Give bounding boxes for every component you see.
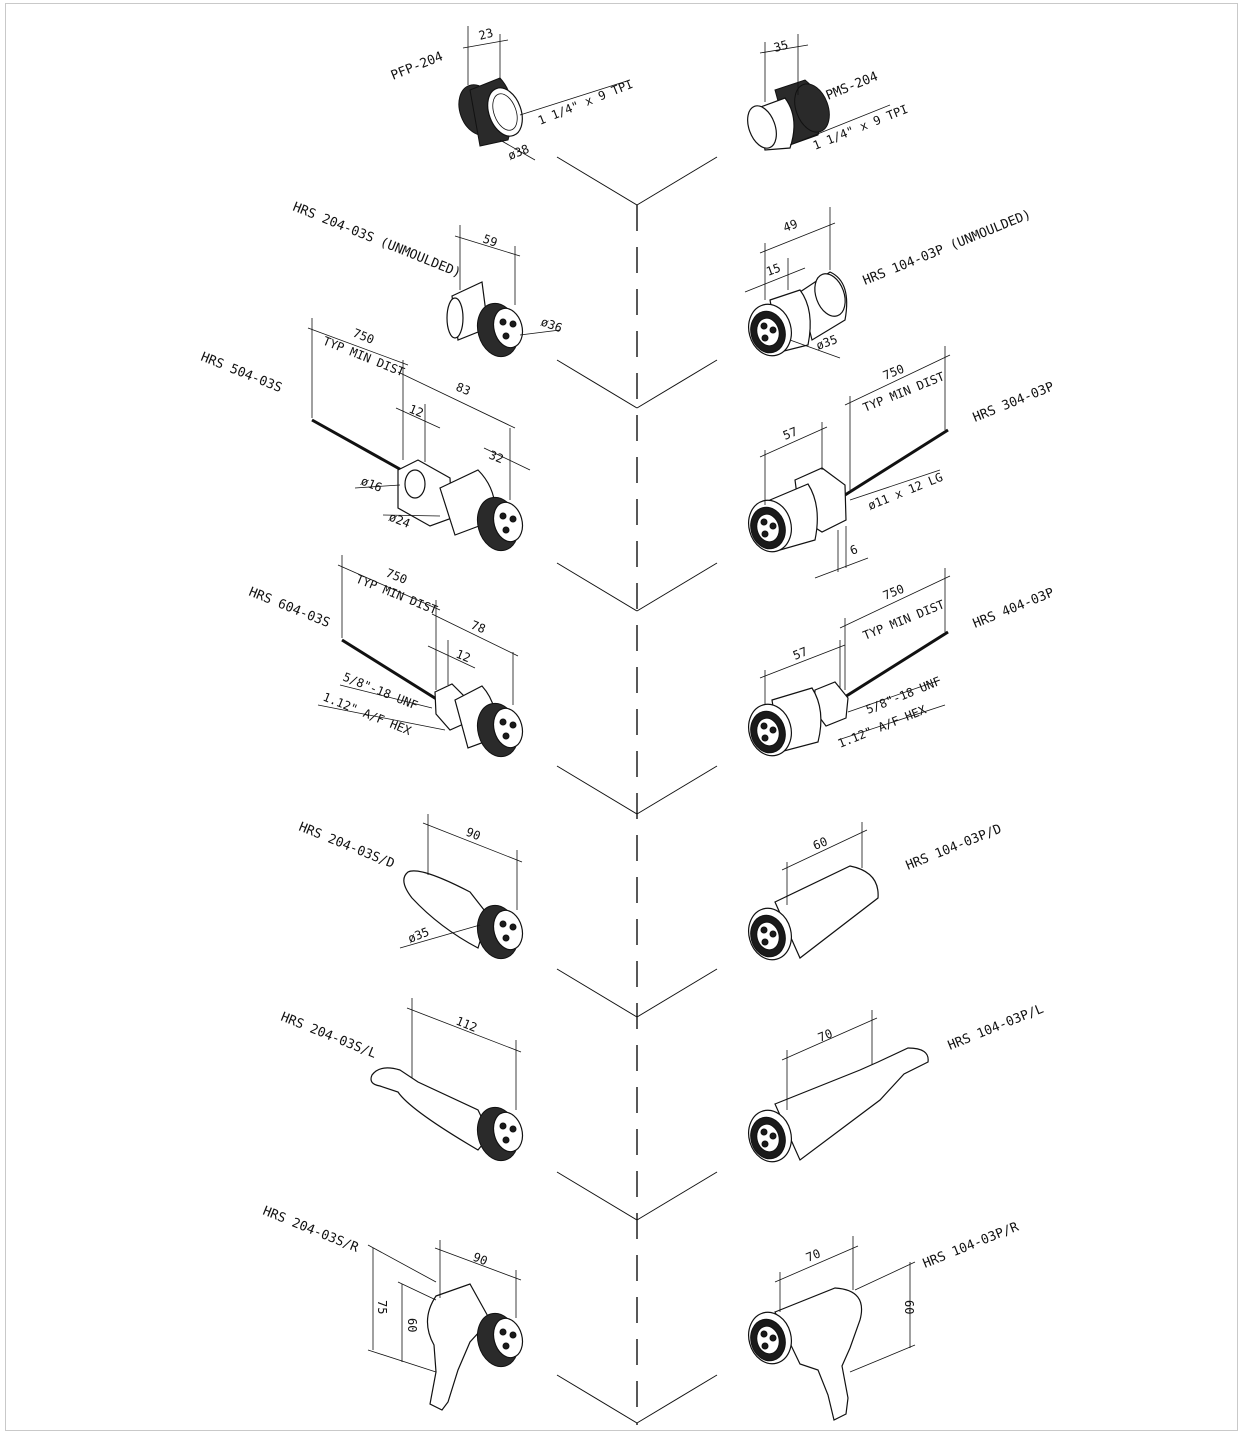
hrs104-03pl-drawing: HRS 104-03P/L 70 xyxy=(748,1002,1046,1163)
hrs304-03p-dim-750: 750 xyxy=(881,362,906,383)
hrs504-03s-drawing: HRS 504-03S 750 TYP MIN DIST 83 12 32 ø1… xyxy=(199,318,531,552)
hrs104-03pr-label: HRS 104-03P/R xyxy=(921,1220,1021,1272)
hrs104-03pd-label: HRS 104-03P/D xyxy=(904,822,1004,874)
hrs604-03s-dim-78: 78 xyxy=(469,618,488,636)
hrs104-03pr-dim-60: 60 xyxy=(902,1300,916,1314)
hrs104-03p-label: HRS 104-03P (UNMOULDED) xyxy=(861,207,1034,288)
hrs504-03s-label: HRS 504-03S xyxy=(199,350,284,396)
hrs604-03s-dim-12: 12 xyxy=(454,647,473,665)
hrs404-03p-dim-57: 57 xyxy=(791,644,810,662)
hrs204-03sd-dim-len: 90 xyxy=(464,825,483,843)
hrs104-03pl-dim-len: 70 xyxy=(816,1026,835,1044)
hrs504-03s-dim-16: ø16 xyxy=(359,474,384,495)
hrs204-03s-dim-dia: ø36 xyxy=(539,315,564,336)
hrs204-03sl-drawing: HRS 204-03S/L 112 xyxy=(279,998,524,1162)
hrs104-03pd-drawing: HRS 104-03P/D 60 xyxy=(748,822,1004,961)
hrs204-03s-label: HRS 204-03S (UNMOULDED) xyxy=(291,200,464,281)
hrs304-03p-drawing: HRS 304-03P 750 TYP MIN DIST 57 ø11 x 12… xyxy=(748,346,1057,579)
hrs604-03s-drawing: HRS 604-03S 750 TYP MIN DIST 78 12 5/8"-… xyxy=(247,555,524,758)
hrs104-03pr-drawing: HRS 104-03P/R 70 60 xyxy=(748,1220,1021,1421)
hrs304-03p-dim-typ: TYP MIN DIST xyxy=(861,369,947,414)
pfp204-dim-thread: 1 1/4" x 9 TPI xyxy=(536,77,635,128)
hrs204-03sr-drawing: HRS 204-03S/R 90 75 60 xyxy=(261,1204,524,1411)
hrs104-03pr-dim-len: 70 xyxy=(804,1246,823,1264)
hrs304-03p-dim-57: 57 xyxy=(781,424,800,442)
hrs104-03pd-dim-len: 60 xyxy=(811,834,830,852)
hrs304-03p-label: HRS 304-03P xyxy=(971,379,1057,425)
hrs304-03p-dim-6: 6 xyxy=(848,542,860,558)
pfp204-dim-len: 23 xyxy=(477,26,495,43)
hrs204-03sd-drawing: HRS 204-03S/D 90 ø35 xyxy=(297,814,524,960)
drawing-frame xyxy=(5,3,1238,1431)
pms204-dim-len: 35 xyxy=(772,38,790,55)
pfp204-dim-dia: ø38 xyxy=(506,142,531,163)
hrs504-03s-dim-12: 12 xyxy=(407,402,426,420)
hrs404-03p-dim-750: 750 xyxy=(881,582,906,603)
hrs404-03p-drawing: HRS 404-03P 750 TYP MIN DIST 57 5/8"-18 … xyxy=(748,568,1057,757)
hrs204-03s-dim-len: 59 xyxy=(481,232,499,250)
hrs504-03s-dim-32: 32 xyxy=(487,448,506,466)
hrs204-03sr-dim-len: 90 xyxy=(471,1250,490,1268)
hrs104-03p-dim-short: 15 xyxy=(764,261,782,279)
hrs204-03sr-label: HRS 204-03S/R xyxy=(261,1204,361,1256)
hrs204-03sr-dim-75: 75 xyxy=(375,1300,389,1314)
hrs604-03s-label: HRS 604-03S xyxy=(247,585,332,631)
hrs504-03s-dim-750: 750 xyxy=(351,326,376,347)
center-partition xyxy=(556,156,718,1425)
hrs404-03p-dim-typ: TYP MIN DIST xyxy=(861,597,947,642)
hrs404-03p-label: HRS 404-03P xyxy=(971,585,1057,631)
hrs204-03sl-label: HRS 204-03S/L xyxy=(279,1010,379,1062)
hrs204-03sd-label: HRS 204-03S/D xyxy=(297,820,397,872)
hrs204-03sd-dim-dia: ø35 xyxy=(406,925,431,946)
hrs104-03p-dim-dia: ø35 xyxy=(814,332,839,353)
hrs204-03sl-dim-len: 112 xyxy=(454,1014,479,1035)
hrs504-03s-dim-83: 83 xyxy=(454,380,473,398)
pfp204-label: PFP-204 xyxy=(389,49,446,83)
pfp204-drawing: PFP-204 23 1 1/4" x 9 TPI ø38 xyxy=(389,26,635,163)
pms204-label: PMS-204 xyxy=(824,69,881,103)
hrs204-03sr-dim-60: 60 xyxy=(405,1318,419,1332)
hrs304-03p-dim-dia: ø11 x 12 LG xyxy=(866,470,945,513)
hrs104-03p-dim-len: 49 xyxy=(781,217,799,235)
pms204-drawing: PMS-204 35 1 1/4" x 9 TPI xyxy=(747,34,910,153)
hrs104-03p-drawing: HRS 104-03P (UNMOULDED) 49 15 ø35 xyxy=(744,207,1034,359)
hrs104-03pl-label: HRS 104-03P/L xyxy=(946,1002,1046,1054)
